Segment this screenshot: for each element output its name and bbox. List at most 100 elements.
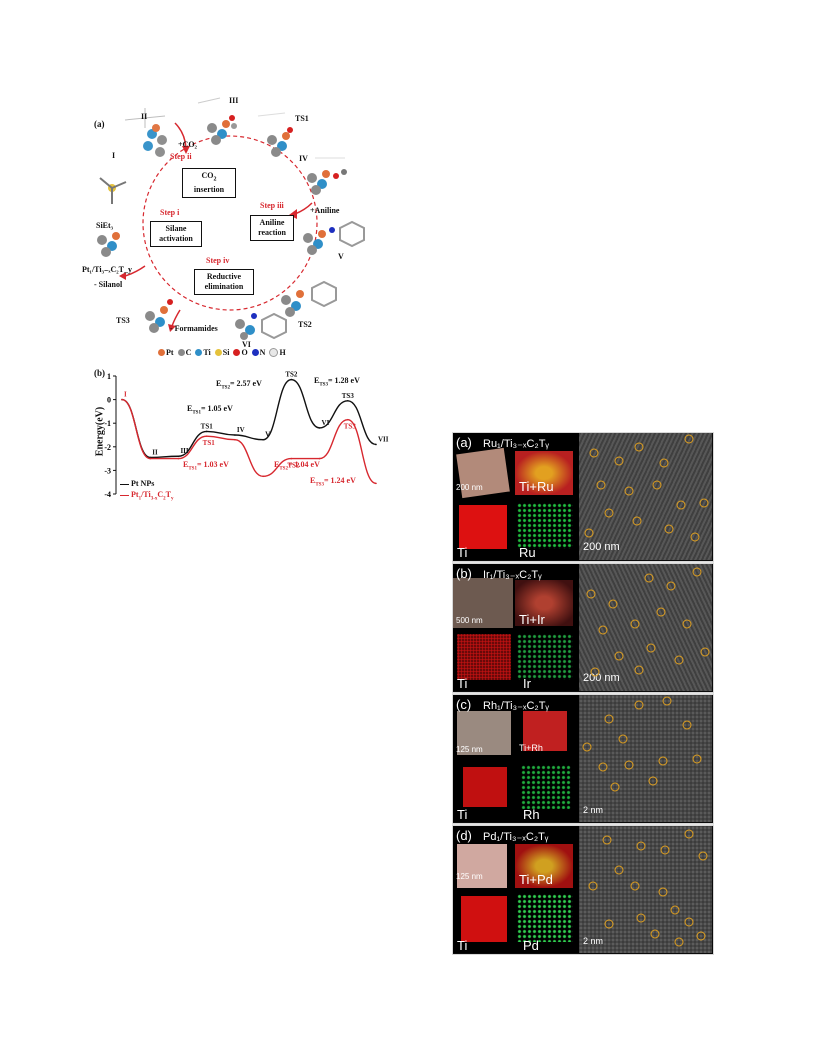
map-metal-label-d: Pd: [523, 938, 539, 953]
legend-sa-t2: /Ti: [141, 490, 151, 499]
legend-o-dot: [233, 349, 241, 356]
scale-overlay-b: 500 nm: [456, 616, 483, 625]
data-point: [375, 443, 377, 446]
legend-h-label: H: [279, 348, 286, 357]
map-metal-label-a: Ru: [519, 545, 536, 560]
map-metal-label-c: Rh: [523, 807, 540, 822]
annot-sa-ts1: ETS1= 1.03 eV: [183, 460, 229, 472]
step-iv-box: Reductive elimination: [194, 269, 254, 295]
tem-b: [579, 564, 712, 691]
panel-title-d: Pd₁/Ti₃₋ₓC₂Tᵧ: [483, 831, 549, 843]
ts-label-pt: TS3: [342, 392, 355, 400]
ts-label-sa: TS3: [344, 423, 357, 431]
step-iv-title: Step iv: [206, 256, 230, 265]
legend-o-label: O: [241, 348, 248, 357]
data-point: [346, 418, 349, 421]
atom-legend: Pt C Ti Si O N H: [158, 348, 286, 357]
state-label: II: [152, 448, 158, 456]
species-TS3: TS3: [116, 316, 130, 325]
step-ii-box: CO2 insertion: [182, 168, 236, 198]
data-point: [262, 475, 264, 478]
map-ti-label-d: Ti: [457, 938, 468, 953]
overlay-d: [457, 844, 507, 888]
data-point: [346, 399, 349, 402]
data-point: [234, 438, 236, 441]
molecule-VI: [235, 312, 287, 340]
annot-pt-ts1-val: = 1.05 eV: [200, 404, 233, 413]
series-line-single-atom: [121, 398, 377, 485]
step-ii-box-line1: CO: [201, 171, 214, 180]
data-point: [177, 455, 180, 458]
state-label: VI: [322, 419, 330, 427]
molecule-III: [197, 97, 237, 145]
panel-label-right-c: (c): [456, 697, 472, 712]
cycle-diagram: [97, 97, 365, 340]
annot-pt-ts2-sub: TS2: [221, 385, 230, 391]
annot-pt-ts3: ETS3= 1.28 eV: [314, 376, 360, 388]
tem-d: [579, 826, 712, 953]
sa-circles-c: [582, 696, 702, 792]
annot-co2: +CO₂: [178, 140, 197, 149]
map-metal-label-b: Ir: [523, 676, 531, 691]
scale-overlay-d: 125 nm: [456, 872, 483, 881]
annot-sa-ts3-val: = 1.24 eV: [323, 476, 356, 485]
map-ti-label-b: Ti: [457, 676, 468, 691]
data-point: [318, 457, 321, 460]
overlay-b: [453, 578, 513, 628]
step-i-box: Silane activation: [150, 221, 202, 247]
molecule-V: [303, 220, 365, 255]
step-i-title: Step i: [160, 208, 180, 217]
sa-circles-b: [586, 567, 710, 677]
y-tick-label: -3: [104, 466, 111, 475]
state-label: VII: [378, 435, 389, 443]
state-label: III: [180, 447, 188, 455]
data-point: [149, 456, 152, 459]
step-ii-box-line2: insertion: [193, 184, 225, 194]
legend-si-label: Si: [222, 348, 230, 357]
step-iii-title: Step iii: [260, 201, 284, 210]
overlay-label-b: Ti+Ir: [519, 612, 545, 627]
maps-b: [453, 564, 579, 691]
data-point: [205, 435, 208, 437]
sa-circles-a: [584, 434, 709, 542]
arrow-co2: [174, 122, 187, 149]
data-point: [262, 438, 264, 441]
legend-sa-s3: 2: [163, 496, 166, 502]
data-point: [149, 457, 152, 460]
tem-a: [579, 433, 712, 560]
figure-right: (a) Ru₁/Ti₃₋ₓC₂Tᵧ 200 nm Ti+Ru Ti Ru 200…: [452, 432, 714, 955]
species-II: II: [141, 112, 148, 121]
annot-pt-ts1: ETS1= 1.05 eV: [187, 404, 233, 416]
panel-label-right-a: (a): [456, 435, 472, 450]
legend-n-dot: [251, 349, 259, 356]
legend-item-h: H: [269, 348, 286, 357]
tem-scale-c: 2 nm: [583, 805, 604, 815]
annot-silanol: - Silanol: [94, 280, 123, 289]
annot-pt-ts3-e: E: [314, 376, 320, 385]
overlay-tirh-c: [523, 711, 567, 751]
legend-pt-dot: [158, 349, 165, 356]
annot-pt-ts3-sub: TS3: [319, 382, 328, 388]
legend-ti-dot: [195, 349, 203, 356]
molecule-catalyst: [97, 232, 120, 257]
data-point: [290, 457, 293, 460]
overlay-label-a: Ti+Ru: [519, 479, 554, 494]
ts-label-pt: TS2: [285, 371, 298, 379]
panel-label-b: (b): [94, 368, 105, 378]
map-ru-a: [517, 503, 573, 549]
arrow-formamides: [171, 309, 181, 327]
y-tick-label: -1: [104, 419, 111, 428]
species-III: III: [229, 96, 239, 105]
annot-sa-ts3: ETS3= 1.24 eV: [310, 476, 356, 488]
state-label: I: [124, 391, 127, 399]
overlay-tiir-b: [515, 580, 573, 626]
annot-pt-ts2-val: = 2.57 eV: [229, 379, 262, 388]
legend-n-label: N: [259, 348, 266, 357]
tem-scale-a: 200 nm: [583, 541, 620, 553]
maps-c: [453, 695, 579, 822]
cycle-circle: [142, 135, 318, 311]
y-tick-label: -4: [104, 490, 111, 499]
overlay-tiru-a: [515, 451, 573, 495]
panel-b: (b) Ir₁/Ti₃₋ₓC₂Tᵧ 500 nm Ti+Ir Ti Ir 200…: [452, 563, 714, 693]
